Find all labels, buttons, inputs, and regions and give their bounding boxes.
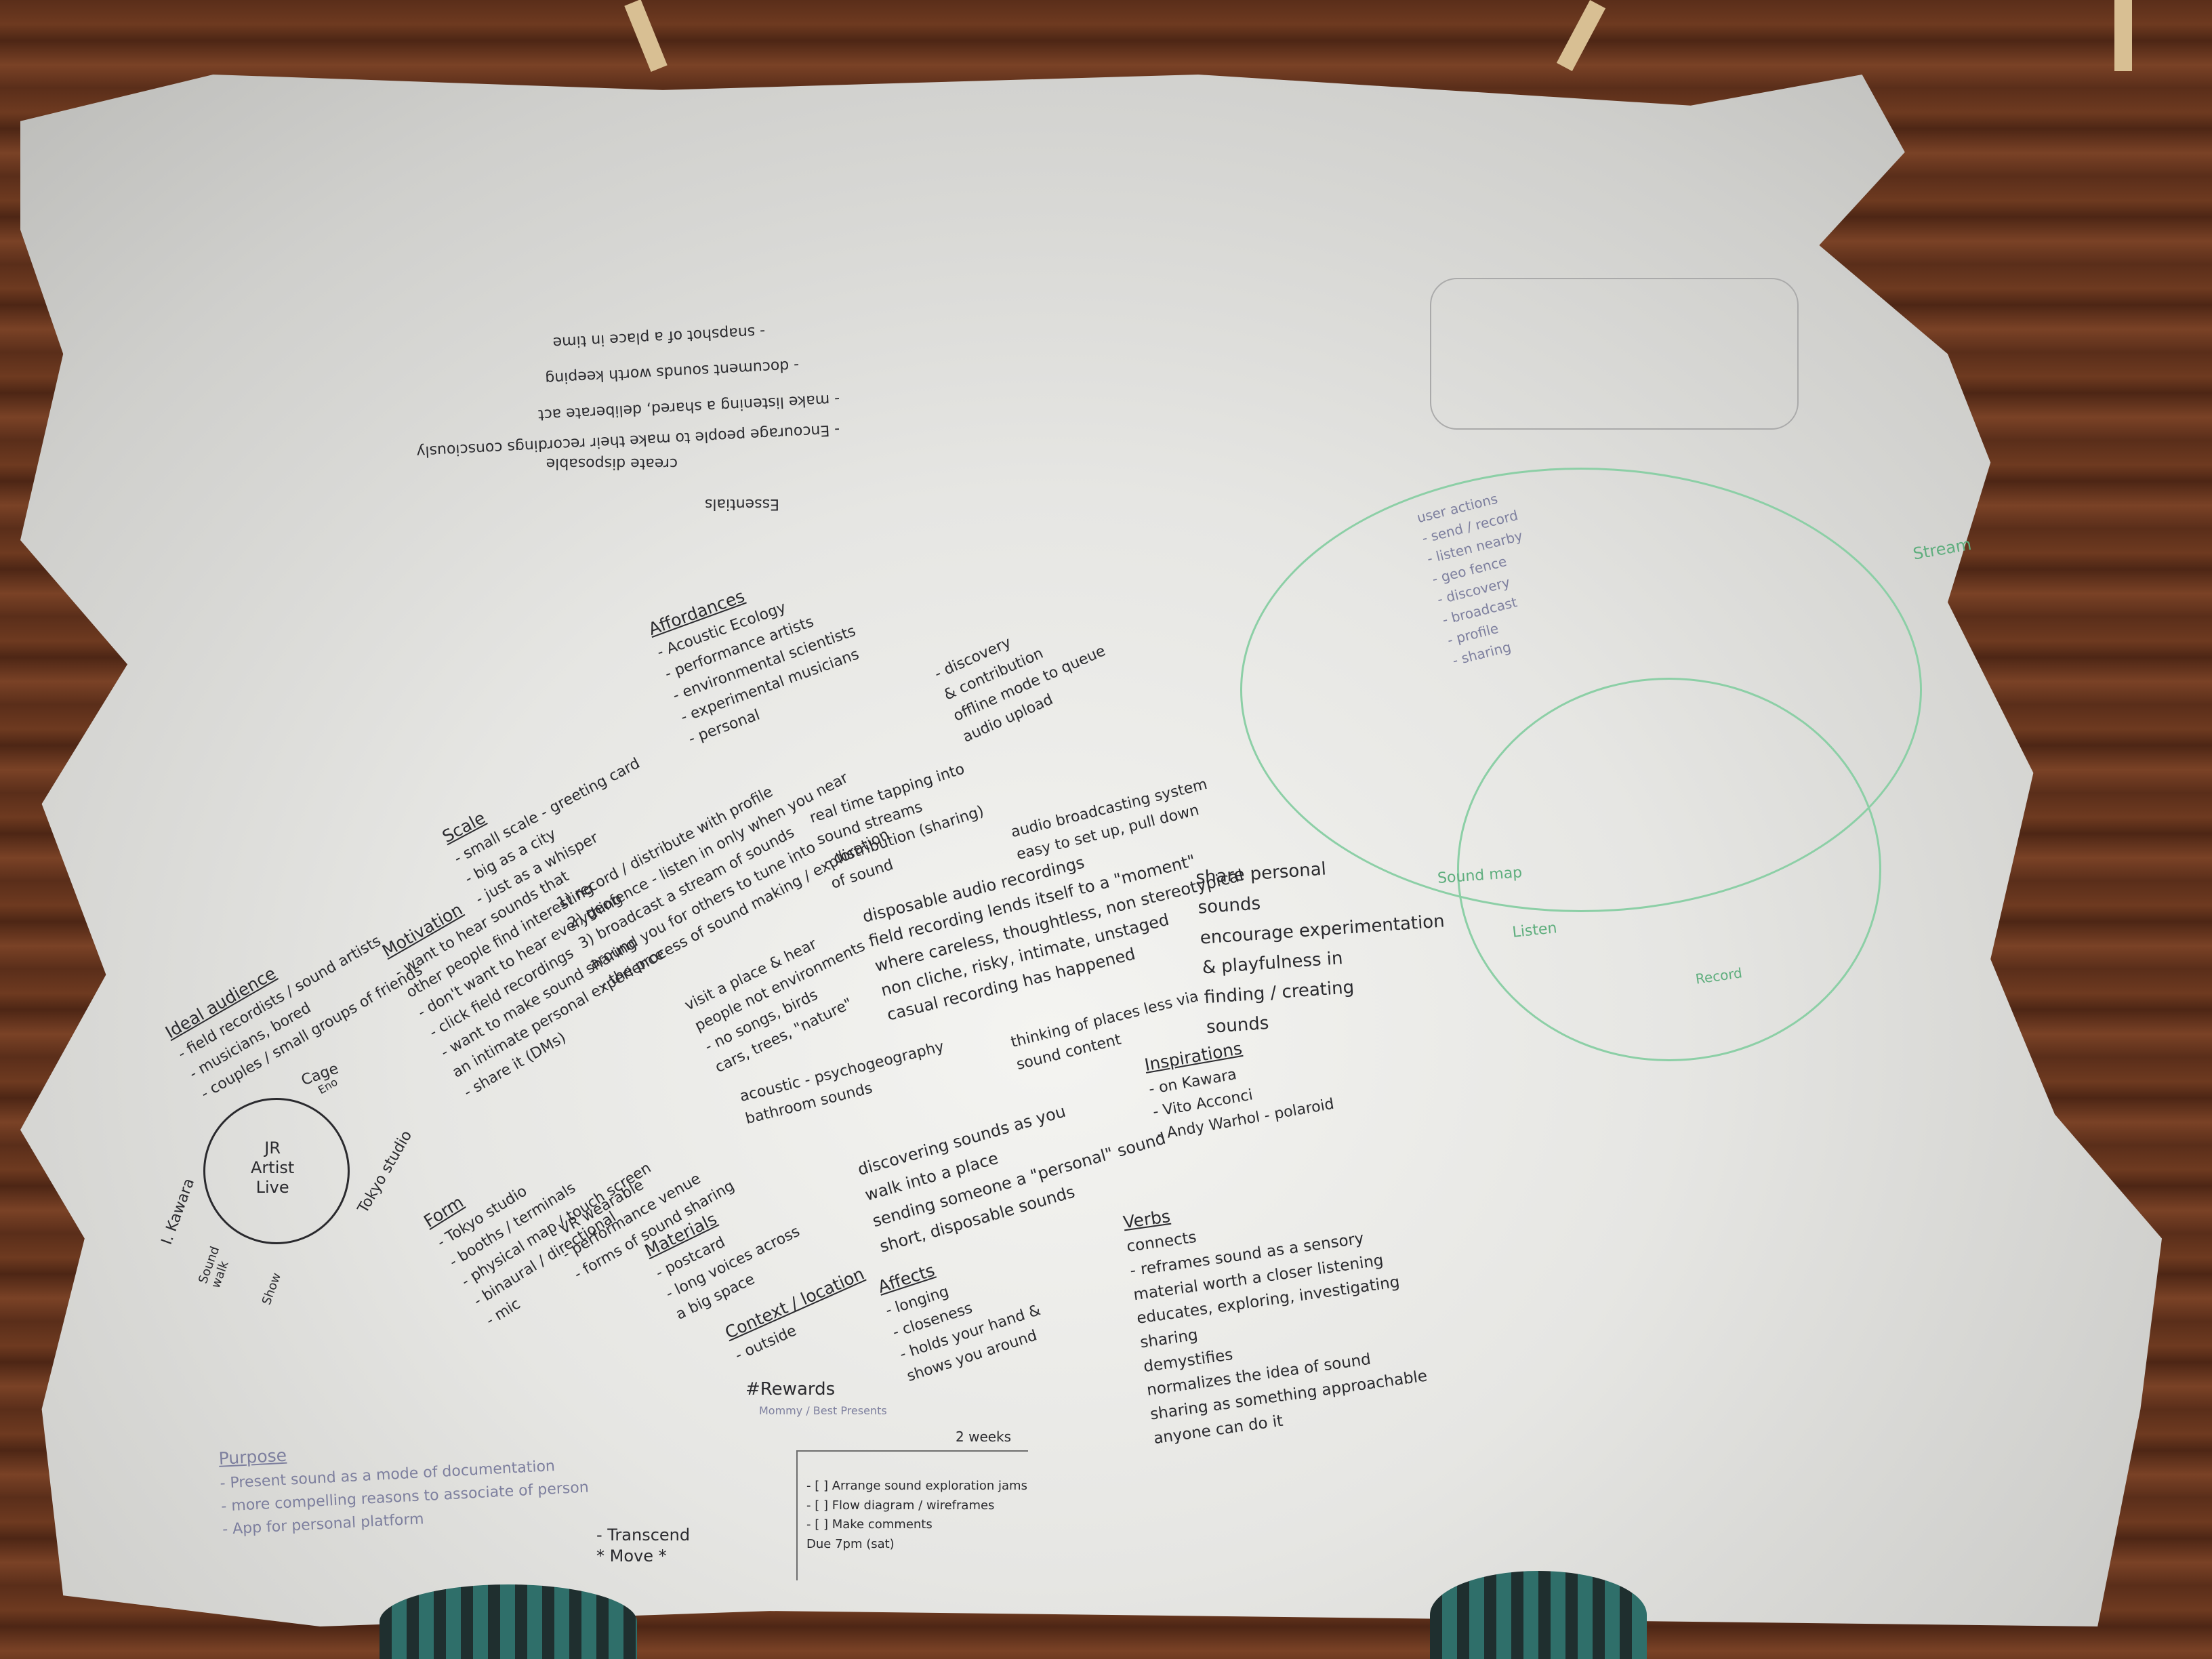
green-ring xyxy=(1457,678,1881,1061)
todo-list: - [ ] Arrange sound exploration jams - [… xyxy=(806,1457,1027,1555)
todo-box xyxy=(796,1450,1028,1580)
verbs-line: sharing xyxy=(1139,1326,1200,1352)
transcend-note: - Transcend * Move * xyxy=(596,1525,691,1566)
rewards-tag: 2 weeks xyxy=(956,1429,1012,1445)
rewards-heading: #Rewards xyxy=(745,1379,836,1399)
rewards-sub: Mommy / Best Presents xyxy=(759,1404,887,1417)
share-line: finding / creating xyxy=(1203,977,1355,1008)
chair-leg xyxy=(1556,0,1606,71)
share-line: encourage experimentation xyxy=(1199,910,1446,949)
share-line: & playfulness in xyxy=(1201,947,1344,979)
faint-sketch-box xyxy=(1430,278,1799,430)
essentials-title: Essentials xyxy=(704,495,779,512)
sock xyxy=(1430,1571,1647,1659)
verbs-heading: Verbs xyxy=(1122,1206,1172,1232)
verbs-line: connects xyxy=(1125,1229,1198,1256)
todo-item: Due 7pm (sat) xyxy=(806,1537,895,1552)
todo-item: - [ ] Make comments xyxy=(806,1517,933,1532)
purpose-heading: Purpose xyxy=(218,1445,287,1469)
chair-leg xyxy=(2114,0,2132,71)
purpose-block: Purpose - Present sound as a mode of doc… xyxy=(217,1404,590,1542)
verbs-block: Verbs connects - reframes sound as a sen… xyxy=(1118,1147,1432,1452)
share-line: sounds xyxy=(1197,893,1261,919)
green-label: Listen xyxy=(1511,920,1558,941)
todo-item: - [ ] Arrange sound exploration jams xyxy=(806,1478,1027,1493)
chair-leg xyxy=(624,0,668,73)
diagram-center-label: JR Artist Live xyxy=(251,1139,295,1197)
todo-item: - [ ] Flow diagram / wireframes xyxy=(806,1498,995,1513)
share-line: share personal xyxy=(1195,859,1327,888)
sock xyxy=(380,1584,637,1659)
relationship-diagram xyxy=(203,1098,350,1244)
